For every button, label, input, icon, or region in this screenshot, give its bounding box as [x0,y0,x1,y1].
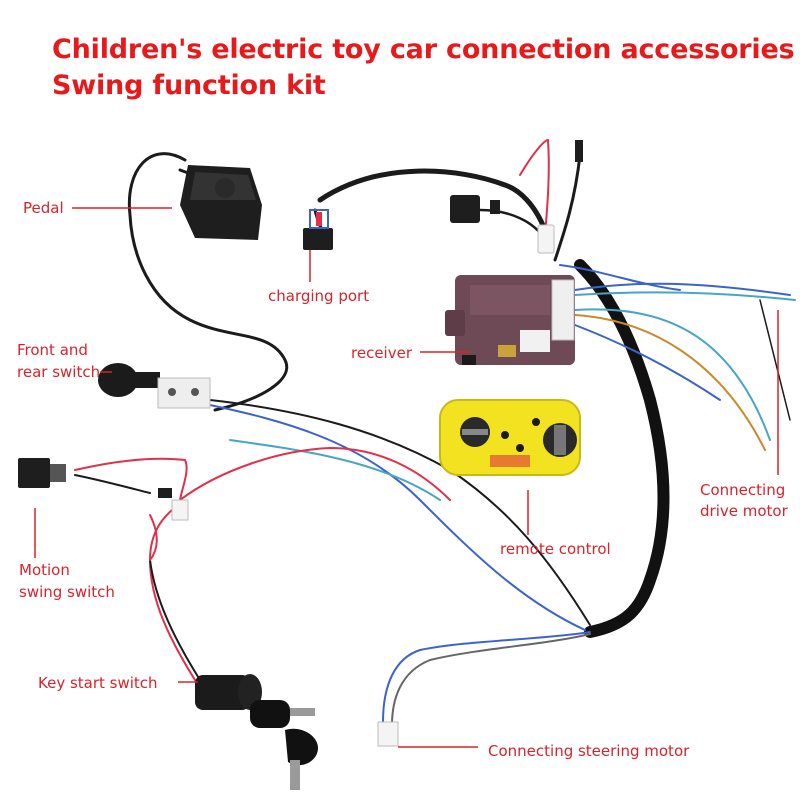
drive-motor-label-line-1: Connecting [700,481,786,499]
page-title-line-2: Swing function kit [52,70,326,101]
charging-port [303,209,333,250]
drive-motor-label-line-2: drive motor [700,502,788,520]
charging-port-label: charging port [268,287,370,305]
pedal [180,165,262,240]
steering-motor-connector [377,721,399,747]
front-rear-switch [98,363,211,409]
motion-swing-switch-label-line-1: Motion [19,561,70,579]
front-rear-switch-label-line-1: Front and [17,341,88,359]
connector-cluster [450,140,583,254]
receiver-label: receiver [351,344,412,362]
remote-control [439,399,581,476]
front-rear-switch-label-line-2: rear switch [17,363,101,381]
key-start-switch [195,674,318,790]
callout-lines [34,207,779,748]
receiver [445,275,575,365]
wiring-harness [74,139,796,726]
page-title-line-1: Children's electric toy car connection a… [52,34,795,65]
remote-control-label: remote control [500,540,611,558]
pedal-label: Pedal [23,199,64,217]
key-start-switch-label: Key start switch [38,674,158,692]
steering-motor-label: Connecting steering motor [488,742,690,760]
motion-swing-switch-label-line-2: swing switch [19,583,115,601]
motion-swing-switch [18,458,189,521]
